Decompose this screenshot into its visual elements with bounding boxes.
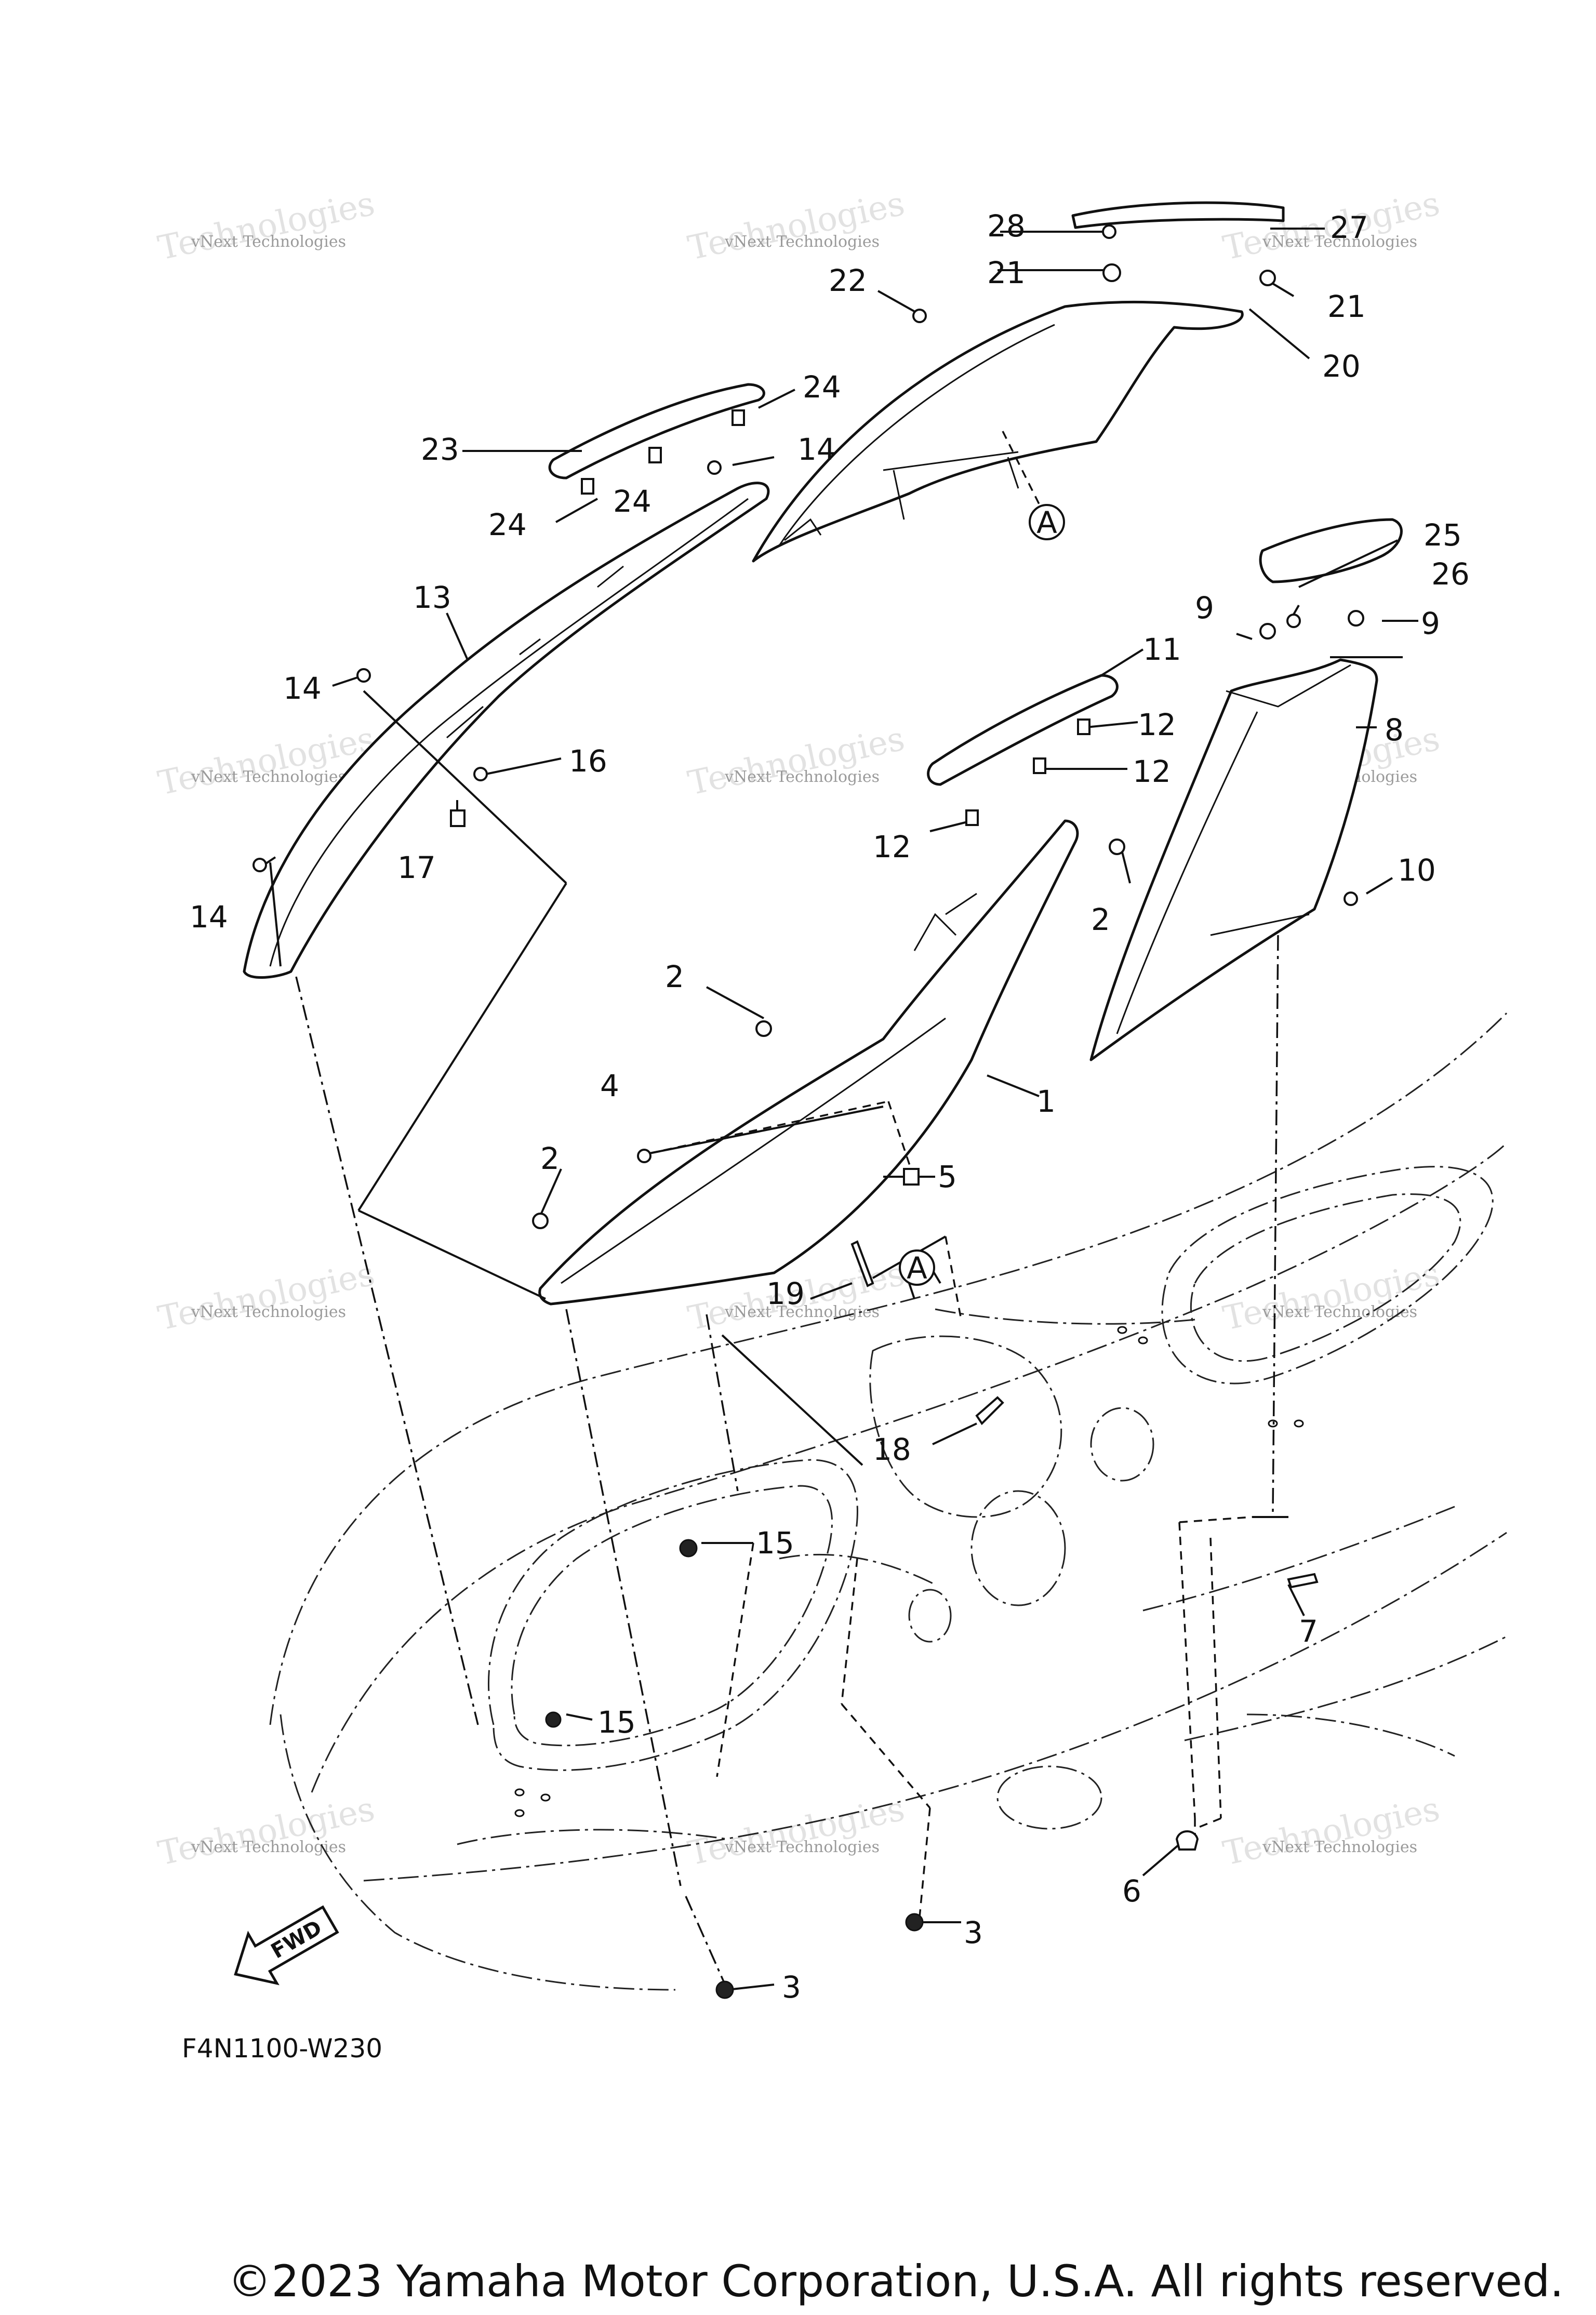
callout-18: 18 — [873, 1432, 911, 1467]
callout-14: 14 — [190, 899, 228, 935]
callout-24: 24 — [803, 369, 841, 405]
watermark-large: Technologies — [1220, 1790, 1443, 1873]
callout-6: 6 — [1122, 1873, 1141, 1909]
callout-21: 21 — [987, 255, 1026, 290]
callout-24: 24 — [488, 507, 527, 542]
watermark-text: vNext Technologies — [191, 233, 346, 251]
callout-28: 28 — [987, 208, 1026, 244]
callout-24: 24 — [613, 484, 651, 519]
callout-12: 12 — [1133, 754, 1171, 789]
callout-13: 13 — [413, 580, 451, 615]
callout-16: 16 — [569, 743, 607, 779]
callout-25: 25 — [1424, 517, 1462, 553]
watermark-text: vNext Technologies — [724, 1838, 880, 1856]
fasteners — [252, 224, 1364, 1999]
callout-2: 2 — [665, 959, 684, 994]
reference-marker-a-lower: A — [899, 1249, 935, 1286]
part-23 — [548, 383, 765, 480]
part-8 — [1089, 658, 1378, 1061]
callout-11: 11 — [1143, 632, 1181, 667]
callout-22: 22 — [829, 263, 867, 298]
callout-21: 21 — [1327, 289, 1366, 324]
callout-4: 4 — [600, 1068, 619, 1103]
callout-9: 9 — [1421, 606, 1440, 641]
callout-3: 3 — [782, 1970, 801, 2005]
watermark-large: Technologies — [685, 184, 908, 268]
callout-19: 19 — [766, 1276, 805, 1311]
watermark-text: vNext Technologies — [724, 768, 880, 786]
callout-12: 12 — [1138, 707, 1176, 742]
part-20 — [752, 300, 1244, 563]
watermark-large: Technologies — [685, 720, 908, 803]
callout-20: 20 — [1322, 349, 1361, 384]
watermark-large: Technologies — [1220, 1255, 1443, 1338]
callout-9: 9 — [1195, 590, 1214, 626]
callouts: 1 2 2 2 3 3 4 5 6 7 8 9 9 10 11 12 12 12… — [190, 208, 1470, 2005]
part-27 — [1071, 201, 1285, 229]
callout-3: 3 — [964, 1915, 983, 1950]
callout-2: 2 — [540, 1141, 560, 1176]
reference-marker-a-upper: A — [1029, 504, 1065, 540]
callout-17: 17 — [397, 850, 436, 885]
part-25 — [1259, 518, 1403, 583]
watermark-text: vNext Technologies — [191, 1838, 346, 1856]
callout-1: 1 — [1036, 1084, 1056, 1119]
watermark-large: Technologies — [155, 1790, 378, 1873]
watermark-large: Technologies — [155, 1255, 378, 1338]
watermark-text: vNext Technologies — [191, 768, 346, 786]
callout-7: 7 — [1299, 1614, 1318, 1649]
leader-lines — [259, 228, 1418, 1991]
callout-10: 10 — [1398, 853, 1436, 888]
callout-5: 5 — [938, 1159, 957, 1194]
watermark-large: Technologies — [685, 1790, 908, 1873]
diagram-code: F4N1100-W230 — [182, 2033, 382, 2064]
part-1 — [538, 819, 1079, 1306]
forward-direction-arrow: FWD — [234, 1905, 339, 1986]
watermark-text: vNext Technologies — [191, 1303, 346, 1321]
callout-12: 12 — [873, 829, 911, 864]
callout-15: 15 — [756, 1525, 794, 1561]
callout-15: 15 — [597, 1705, 636, 1740]
callout-8: 8 — [1385, 712, 1404, 748]
callout-2: 2 — [1091, 902, 1110, 937]
callout-27: 27 — [1330, 210, 1368, 245]
reference-marker-label: A — [1036, 505, 1057, 540]
hull-outline — [269, 1012, 1508, 1991]
watermark-text: vNext Technologies — [1262, 233, 1417, 251]
part-13 — [243, 482, 770, 979]
reference-marker-label: A — [907, 1250, 927, 1286]
watermark-text: vNext Technologies — [724, 1303, 880, 1321]
part-11 — [927, 674, 1119, 786]
watermark-text: vNext Technologies — [1262, 1838, 1417, 1856]
watermark-text: vNext Technologies — [724, 233, 880, 251]
watermark-text: vNext Technologies — [1262, 1303, 1417, 1321]
callout-14: 14 — [797, 432, 836, 467]
callout-14: 14 — [283, 671, 322, 706]
copyright-notice: ©2023 Yamaha Motor Corporation, U.S.A. A… — [228, 2256, 1564, 2307]
callout-23: 23 — [421, 432, 459, 467]
watermark-large: Technologies — [155, 184, 378, 268]
callout-26: 26 — [1431, 556, 1470, 592]
